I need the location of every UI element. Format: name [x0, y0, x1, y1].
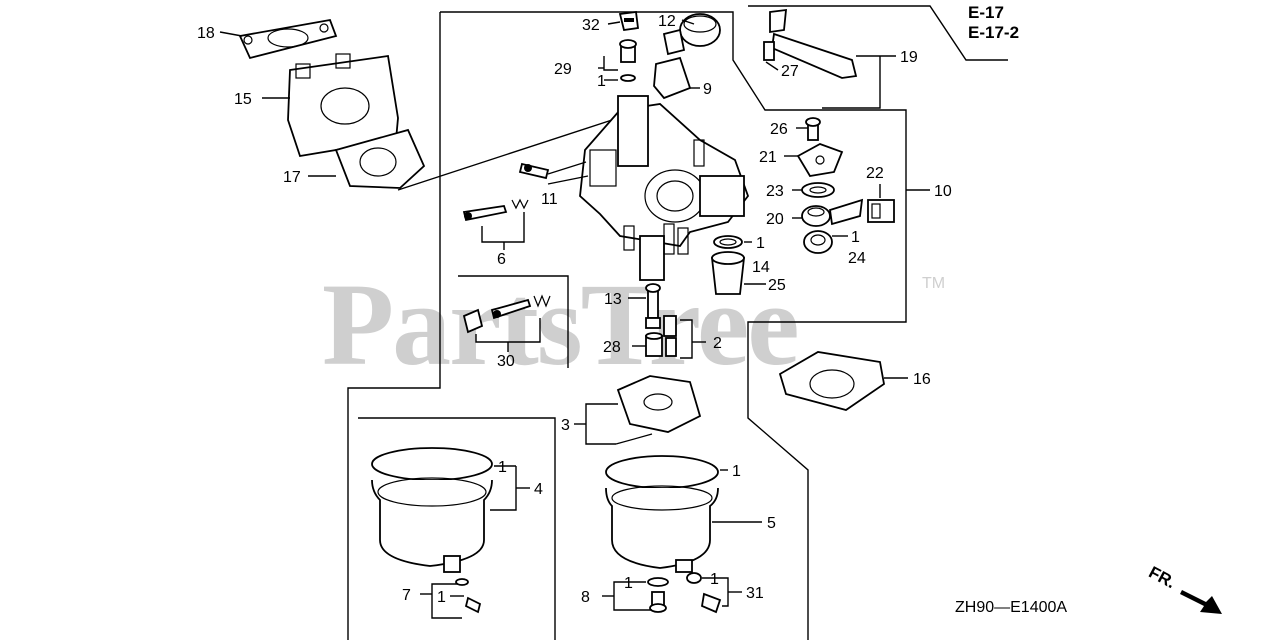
label-2: 2 — [713, 335, 722, 352]
label-1d: 1 — [498, 459, 507, 476]
group-outline-left — [347, 12, 441, 640]
label-1h: 1 — [710, 571, 719, 588]
label-19: 19 — [900, 49, 918, 66]
label-30: 30 — [497, 353, 515, 370]
part-29[interactable] — [619, 39, 637, 82]
float-3[interactable] — [615, 375, 702, 445]
label-1g: 1 — [624, 575, 633, 592]
front-direction: FR. — [1146, 563, 1222, 614]
label-8: 8 — [581, 589, 590, 606]
label-28: 28 — [603, 339, 621, 356]
label-1e: 1 — [732, 463, 741, 480]
screw-6[interactable] — [462, 198, 529, 222]
ref-e17-2[interactable]: E-17-2 — [968, 23, 1019, 42]
label-31: 31 — [746, 585, 764, 602]
label-11: 11 — [541, 191, 558, 208]
seal-24[interactable] — [803, 230, 833, 254]
label-12: 12 — [658, 13, 676, 30]
label-26: 26 — [770, 121, 788, 138]
jet-28[interactable] — [645, 332, 663, 357]
gasket-18[interactable] — [238, 18, 338, 60]
fr-label: FR. — [1146, 563, 1179, 593]
gasket-16[interactable] — [778, 351, 885, 411]
watermark-tm: TM — [922, 275, 945, 292]
label-25: 25 — [768, 277, 786, 294]
lever-19[interactable] — [763, 8, 858, 79]
label-20: 20 — [766, 211, 784, 228]
drain-31[interactable] — [686, 572, 722, 614]
fr-arrow-icon — [1180, 590, 1222, 614]
label-18: 18 — [197, 25, 215, 42]
diaphragm-20[interactable] — [801, 198, 864, 227]
cover-21[interactable] — [796, 143, 844, 177]
float-bowl-4[interactable] — [371, 447, 493, 573]
ref-e17[interactable]: E-17 — [968, 3, 1004, 22]
group-outline-lever — [748, 5, 1008, 61]
label-23: 23 — [766, 183, 784, 200]
label-5: 5 — [767, 515, 776, 532]
label-7: 7 — [402, 587, 411, 604]
diagram-code: ZH90—E1400A — [955, 599, 1067, 616]
label-1a: 1 — [597, 73, 606, 90]
label-4: 4 — [534, 481, 543, 498]
washer-23[interactable] — [801, 182, 835, 198]
label-15: 15 — [234, 91, 252, 108]
label-10: 10 — [934, 183, 952, 200]
label-6: 6 — [497, 251, 506, 268]
carburetor-body[interactable] — [579, 95, 750, 281]
label-21: 21 — [759, 149, 777, 166]
plug-12[interactable] — [679, 13, 721, 47]
float-9[interactable] — [653, 28, 692, 100]
jet-2[interactable] — [663, 315, 677, 357]
label-9: 9 — [703, 81, 712, 98]
label-13: 13 — [604, 291, 622, 308]
float-bowl-5[interactable] — [605, 455, 719, 573]
washer-14[interactable] — [713, 235, 743, 249]
screw-set-30[interactable] — [462, 294, 551, 334]
label-29: 29 — [554, 61, 572, 78]
group-outline-bowl-left — [358, 417, 556, 640]
screw-26[interactable] — [805, 117, 821, 141]
label-22: 22 — [866, 165, 884, 182]
group-outline-right — [440, 11, 907, 640]
cap-22[interactable] — [867, 199, 895, 223]
bolt-8[interactable] — [647, 577, 669, 613]
label-1c: 1 — [756, 235, 765, 252]
drain-screw-7[interactable] — [455, 578, 482, 614]
label-27: 27 — [781, 63, 799, 80]
needle-13[interactable] — [645, 283, 661, 329]
insulator-15[interactable] — [287, 53, 399, 158]
seat-25[interactable] — [710, 251, 746, 295]
part-32[interactable] — [618, 10, 640, 32]
label-14: 14 — [752, 259, 770, 276]
label-1b: 1 — [851, 229, 860, 246]
group-outline-screws — [458, 275, 569, 368]
label-32: 32 — [582, 17, 600, 34]
label-16: 16 — [913, 371, 931, 388]
gasket-17[interactable] — [334, 128, 426, 189]
label-17: 17 — [283, 169, 301, 186]
label-1f: 1 — [437, 589, 446, 606]
screw-11[interactable] — [518, 161, 587, 180]
label-3: 3 — [561, 417, 570, 434]
label-24: 24 — [848, 250, 866, 267]
